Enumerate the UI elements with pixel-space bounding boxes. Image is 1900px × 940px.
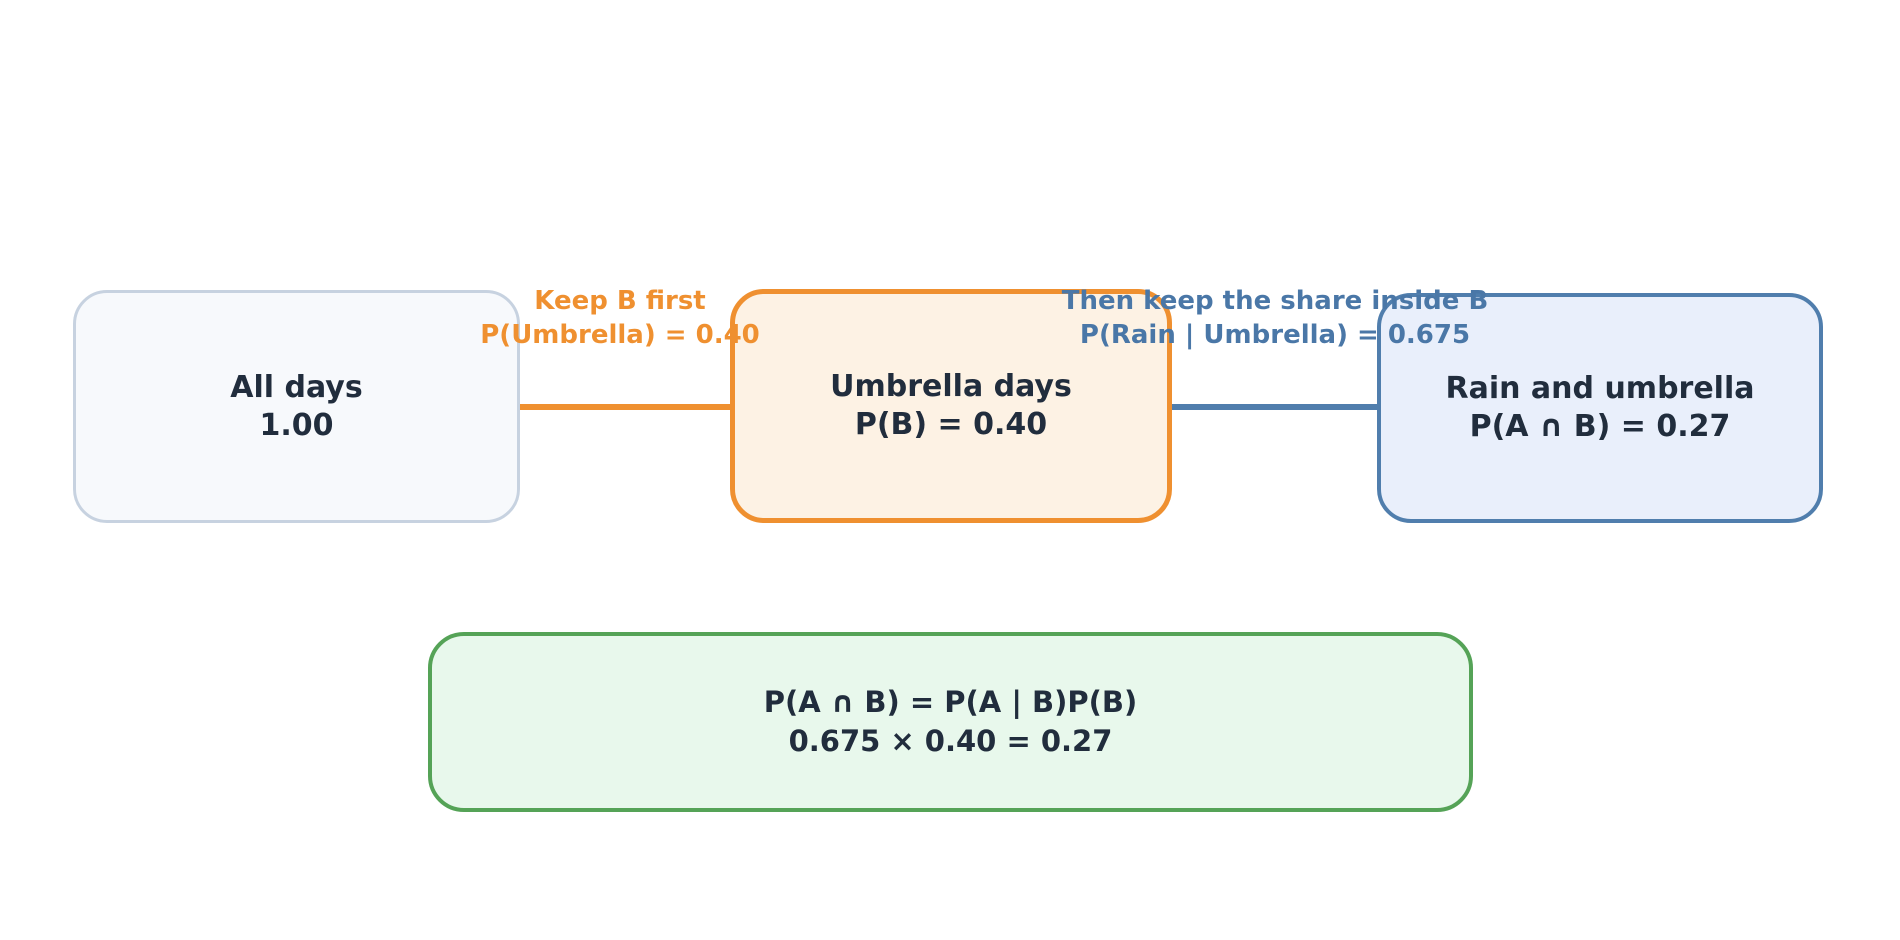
edge-label-share-inside-b-value: P(Rain | Umbrella) = 0.675 [1079,320,1471,350]
node-all-days-title: All days [230,369,363,405]
node-chain-rule-formula: P(A ∩ B) = P(A | B)P(B) 0.675 × 0.40 = 0… [428,632,1473,812]
node-umbrella-days-title: Umbrella days [830,369,1072,404]
edge-label-share-inside-b: Then keep the share inside B P(Rain | Um… [1062,284,1489,352]
edge-label-share-inside-b-title: Then keep the share inside B [1061,286,1489,316]
node-all-days: All days 1.00 [73,290,520,523]
formula-computation: 0.675 × 0.40 = 0.27 [788,724,1113,758]
node-umbrella-days: Umbrella days P(B) = 0.40 [730,289,1172,523]
arrow-keep-b-icon [485,393,762,421]
node-rain-and-umbrella-title: Rain and umbrella [1445,371,1755,406]
node-rain-and-umbrella: Rain and umbrella P(A ∩ B) = 0.27 [1377,293,1823,523]
formula-expression: P(A ∩ B) = P(A | B)P(B) [763,685,1138,719]
arrow-share-inside-icon [1137,393,1412,421]
edge-label-keep-b-first: Keep B first P(Umbrella) = 0.40 [480,284,760,352]
edge-label-keep-b-first-value: P(Umbrella) = 0.40 [480,320,760,350]
node-all-days-value: 1.00 [259,407,334,443]
edge-label-keep-b-first-title: Keep B first [534,286,706,316]
node-rain-and-umbrella-value: P(A ∩ B) = 0.27 [1469,409,1731,444]
node-umbrella-days-value: P(B) = 0.40 [854,407,1048,442]
